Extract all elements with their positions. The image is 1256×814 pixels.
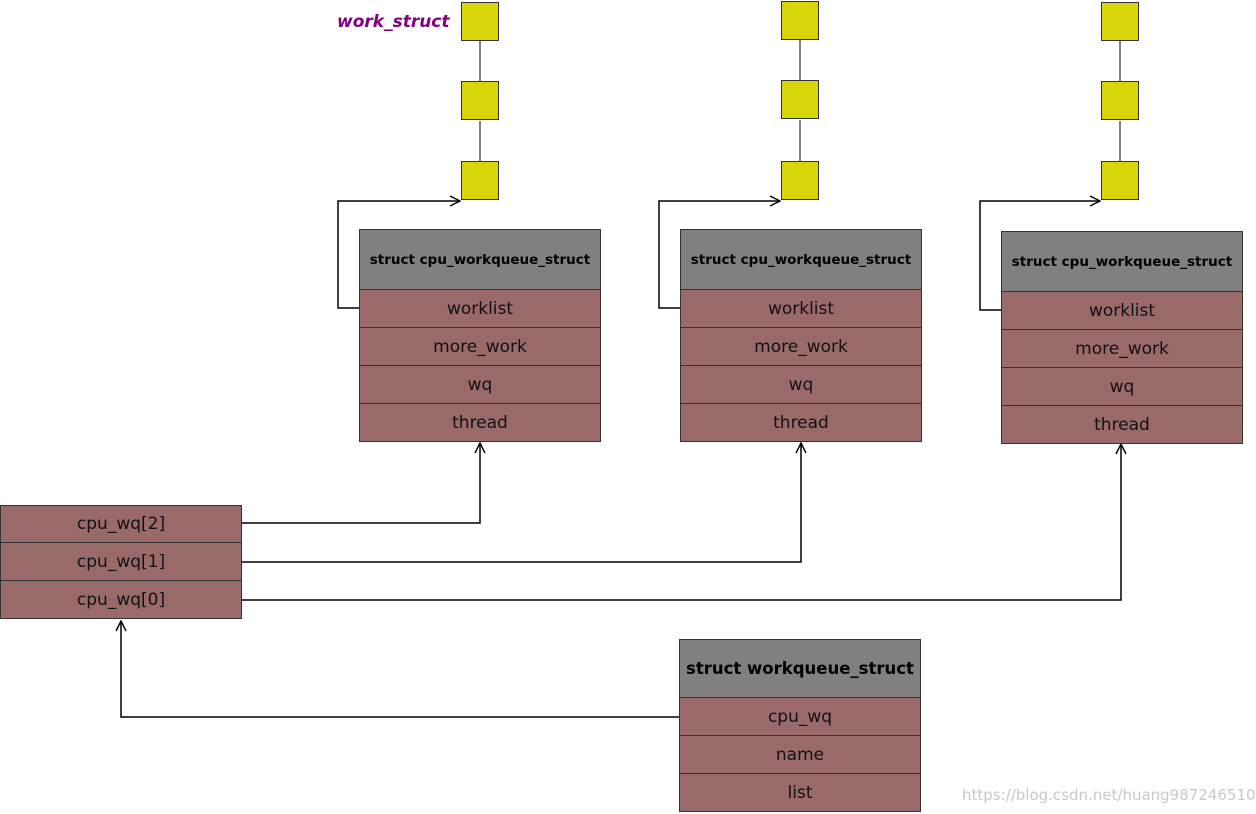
workqueue-struct: struct workqueue_struct cpu_wq name list <box>679 639 921 812</box>
worklist-arrow-3 <box>979 201 1100 311</box>
work-struct-label: work_struct <box>337 12 450 32</box>
cpu-wq-1-arrow <box>242 443 801 563</box>
field-more-work: more_work <box>359 328 601 366</box>
work-struct-node <box>461 2 499 41</box>
cpu-wq-2-slot: cpu_wq[2] <box>0 505 242 543</box>
cpu-wq-1-slot: cpu_wq[1] <box>0 543 242 581</box>
field-more-work: more_work <box>1001 330 1243 368</box>
field-more-work: more_work <box>680 328 922 366</box>
cpu-wq-array: cpu_wq[2] cpu_wq[1] cpu_wq[0] <box>0 505 242 619</box>
work-struct-node <box>781 1 819 40</box>
field-name: name <box>679 736 921 774</box>
cpu-wq-0-arrow <box>242 444 1121 601</box>
field-wq: wq <box>359 366 601 404</box>
field-worklist: worklist <box>680 290 922 328</box>
field-wq: wq <box>1001 368 1243 406</box>
struct-title: struct cpu_workqueue_struct <box>680 229 922 290</box>
cpu-workqueue-struct-3: struct cpu_workqueue_struct worklist mor… <box>1001 231 1243 444</box>
work-struct-node <box>781 80 819 119</box>
worklist-arrow-1 <box>337 201 460 309</box>
work-struct-node <box>1101 81 1139 120</box>
cpu-workqueue-struct-2: struct cpu_workqueue_struct worklist mor… <box>680 229 922 442</box>
field-worklist: worklist <box>1001 292 1243 330</box>
field-wq: wq <box>680 366 922 404</box>
field-list: list <box>679 774 921 812</box>
cpu-workqueue-struct-1: struct cpu_workqueue_struct worklist mor… <box>359 229 601 442</box>
work-struct-node <box>461 81 499 120</box>
work-struct-node <box>1101 2 1139 41</box>
work-struct-node <box>1101 161 1139 200</box>
field-thread: thread <box>1001 406 1243 444</box>
worklist-arrow-2 <box>658 201 780 309</box>
field-cpu-wq: cpu_wq <box>679 698 921 736</box>
struct-title: struct workqueue_struct <box>679 639 921 698</box>
watermark: https://blog.csdn.net/huang987246510 <box>962 786 1256 804</box>
workqueue-cpu-wq-arrow <box>121 621 680 718</box>
field-thread: thread <box>680 404 922 442</box>
cpu-wq-0-slot: cpu_wq[0] <box>0 581 242 619</box>
field-worklist: worklist <box>359 290 601 328</box>
struct-title: struct cpu_workqueue_struct <box>359 229 601 290</box>
field-thread: thread <box>359 404 601 442</box>
work-struct-node <box>781 161 819 200</box>
struct-title: struct cpu_workqueue_struct <box>1001 231 1243 292</box>
cpu-wq-2-arrow <box>242 443 480 524</box>
work-struct-node <box>461 161 499 200</box>
